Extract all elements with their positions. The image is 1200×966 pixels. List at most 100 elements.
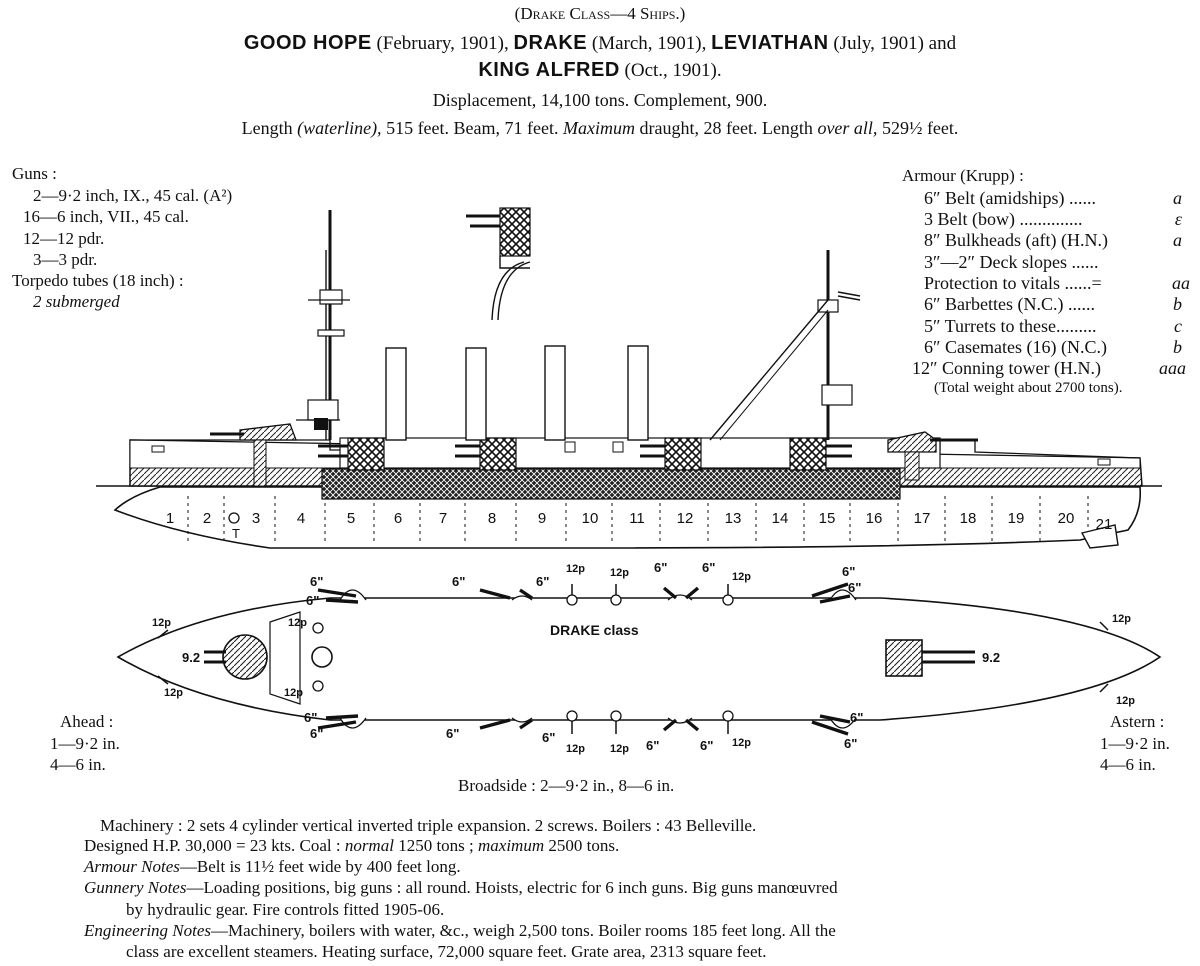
- twelve-pdr-label: 12p: [566, 743, 585, 755]
- section-number: 10: [582, 510, 599, 527]
- plan-class-label: DRAKE class: [550, 622, 639, 638]
- gunnery-note-cont: by hydraulic gear. Fire controls fitted …: [126, 900, 445, 919]
- astern-main: 1—9·2 in.: [1100, 734, 1170, 753]
- aft-control: [821, 384, 853, 406]
- armour-grade: aaa: [1159, 358, 1186, 378]
- machinery-note: Machinery : 2 sets 4 cylinder vertical i…: [100, 816, 757, 835]
- class-heading: (Drake Class—4 Ships.): [514, 4, 686, 23]
- gunnery-note: Gunnery Notes—Loading positions, big gun…: [84, 878, 838, 898]
- ship-profile-drawing: 1 2 3 4 5 6 7 8 9 10 11 12 13 14 15 16 1…: [96, 207, 1162, 549]
- armour-row: 3″—2″ Deck slopes ......: [924, 252, 1182, 273]
- six-inch-label: 6": [842, 564, 855, 579]
- casemate: [347, 437, 385, 471]
- armour-block: Armour (Krupp) : 6″ Belt (amidships) ...…: [900, 166, 1190, 406]
- ship-name-drake: DRAKE: [513, 32, 588, 54]
- armour-row: Protection to vitals ......= aa: [924, 273, 1190, 294]
- ship-date-leviathan: (July, 1901) and: [833, 33, 957, 54]
- twelve-pdr-label: 12p: [284, 687, 303, 699]
- section-dividers: [187, 496, 1089, 545]
- armour-note-label: Armour Notes: [84, 857, 180, 876]
- plan-conning-tower: [311, 646, 333, 668]
- section-number: 9: [538, 510, 546, 527]
- armour-total: (Total weight about 2700 tons).: [934, 380, 1123, 396]
- engineering-note: Engineering Notes—Machinery, boilers wit…: [84, 921, 836, 941]
- designed-note: Designed H.P. 30,000 = 23 kts. Coal : no…: [84, 836, 619, 856]
- section-number: 12: [677, 510, 694, 527]
- twelve-pdr-label: 12p: [732, 737, 751, 749]
- armour-belt: [321, 468, 901, 500]
- armour-grade: a: [1173, 230, 1182, 250]
- draught-qualifier: Maximum: [563, 118, 635, 138]
- section-number: 8: [488, 510, 496, 527]
- ship-name-good-hope: GOOD HOPE: [243, 32, 372, 54]
- armour-label: 6″ Belt (amidships) ......: [924, 188, 1096, 208]
- section-number: 19: [1008, 510, 1025, 527]
- gun-item: 2—9·2 inch, IX., 45 cal. (A²): [33, 186, 233, 205]
- casemate-guns: [318, 444, 852, 458]
- six-inch-label: 6": [850, 710, 863, 725]
- aft-barbette: [904, 451, 920, 481]
- plan-forward-turret: [222, 634, 268, 680]
- armour-row: 8″ Bulkheads (aft) (H.N.) a: [924, 230, 1182, 251]
- six-inch-label: 6": [310, 574, 323, 589]
- dimensions-line: Length (waterline), 515 feet. Beam, 71 f…: [0, 118, 1200, 139]
- section-number: 5: [347, 510, 355, 527]
- broadside: Broadside : 2—9·2 in., 8—6 in.: [458, 776, 675, 795]
- length-label: Length: [241, 118, 293, 138]
- ship-name-leviathan: LEVIATHAN: [711, 32, 829, 54]
- gun-item: 12—12 pdr.: [23, 229, 105, 248]
- forward-turret: [239, 423, 297, 441]
- engineering-note-text: —Machinery, boilers with water, &c., wei…: [211, 921, 836, 940]
- detail-inset: [466, 207, 531, 321]
- armour-grade: ε: [1174, 209, 1182, 229]
- gunnery-note-text: —Loading positions, big guns : all round…: [186, 878, 838, 897]
- plan-aft-turret: [885, 639, 923, 677]
- six-inch-label: 6": [310, 726, 323, 741]
- ship-date-king-alfred: (Oct., 1901).: [624, 60, 722, 81]
- armour-grade: a: [1173, 188, 1182, 208]
- twelve-pdr-label: 12p: [732, 571, 751, 583]
- coal-normal-value: 1250 tons ;: [398, 836, 474, 855]
- gunnery-note-label: Gunnery Notes: [84, 878, 187, 897]
- torpedo-title: Torpedo tubes (18 inch) :: [12, 271, 184, 290]
- armour-row: 5″ Turrets to these......... c: [924, 316, 1182, 337]
- armour-grade: b: [1173, 294, 1182, 314]
- designed-hp: Designed H.P. 30,000 = 23 kts. Coal :: [84, 836, 341, 855]
- conning-tower: [314, 418, 328, 430]
- armour-label: 6″ Barbettes (N.C.) ......: [924, 294, 1095, 314]
- section-number: 16: [866, 510, 883, 527]
- torpedo-item: 2 submerged: [33, 292, 120, 311]
- section-number: 20: [1058, 510, 1075, 527]
- length-value: 515 feet. Beam, 71 feet.: [386, 118, 559, 138]
- section-number: 4: [297, 510, 305, 527]
- engineering-note-cont: class are excellent steamers. Heating su…: [126, 942, 767, 961]
- forecastle-break: [269, 611, 301, 705]
- six-inch-label: 6": [306, 593, 319, 608]
- section-number: 17: [914, 510, 931, 527]
- section-number: 15: [819, 510, 836, 527]
- plan-twelve-pdr-guns: [312, 594, 734, 722]
- armour-grade: b: [1173, 337, 1182, 357]
- section-number: 2: [203, 510, 211, 527]
- coal-normal-label: normal: [344, 836, 394, 855]
- armour-label: 8″ Bulkheads (aft) (H.N.): [924, 230, 1108, 250]
- funnel: [465, 347, 487, 441]
- ship-date-drake: (March, 1901),: [591, 33, 707, 54]
- section-number: 1: [166, 510, 174, 527]
- gun-item: 3—3 pdr.: [33, 250, 98, 269]
- section-number: 18: [960, 510, 977, 527]
- astern-title: Astern :: [1110, 712, 1165, 731]
- astern-secondary: 4—6 in.: [1100, 755, 1156, 774]
- six-inch-label: 6": [700, 738, 713, 753]
- section-number: 7: [439, 510, 447, 527]
- six-inch-label: 6": [844, 736, 857, 751]
- section-number: 21: [1096, 516, 1113, 533]
- fore-fighting-top: [319, 289, 343, 305]
- engineering-note-label: Engineering Notes: [84, 921, 212, 940]
- aft-turret: [887, 431, 937, 453]
- length-qualifier: (waterline),: [297, 118, 382, 138]
- twelve-pdr-label: 12p: [164, 687, 183, 699]
- scuttle: [612, 441, 624, 453]
- armour-row: 6″ Barbettes (N.C.) ...... b: [924, 294, 1182, 315]
- ship-date-good-hope: (February, 1901),: [376, 33, 509, 54]
